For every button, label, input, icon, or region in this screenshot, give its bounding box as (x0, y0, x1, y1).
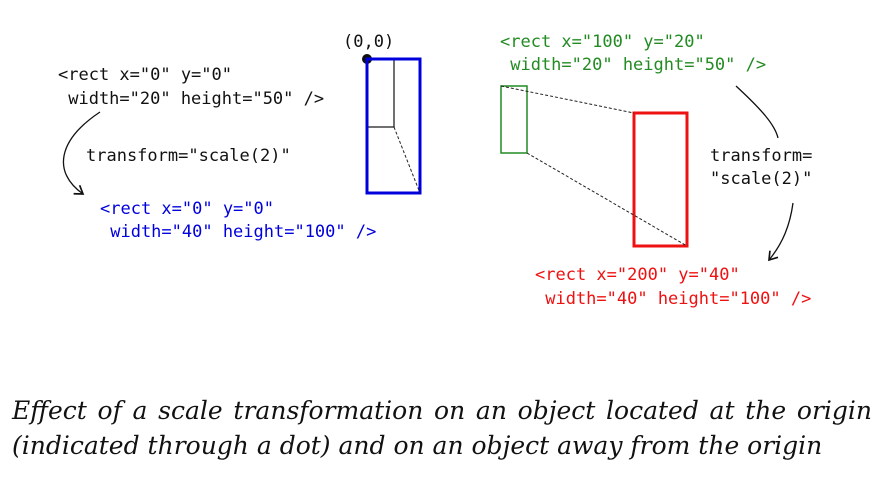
right-original-code-line1: <rect x="100" y="20" (500, 32, 705, 52)
left-original-rect (366, 58, 395, 128)
caption-line-1: Effect of a scale transformation on an o… (12, 396, 872, 425)
right-original-code-line2: width="20" height="50" /> (500, 55, 766, 75)
right-transform-label-line1: transform= (710, 146, 812, 166)
right-result-code-line1: <rect x="200" y="40" (535, 265, 740, 285)
left-scale-guide (393, 126, 421, 194)
right-transform-label-line2: "scale(2)" (710, 169, 812, 189)
left-scaled-rect (365, 57, 422, 195)
right-result-code-line2: width="40" height="100" /> (535, 289, 811, 309)
left-transform-arrow (62, 111, 101, 195)
right-scale-guide-bottom (526, 152, 688, 247)
left-result-code-line1: <rect x="0" y="0" (100, 199, 274, 219)
figure-caption: Effect of a scale transformation on an o… (12, 393, 872, 463)
right-scaled-rect (632, 111, 689, 248)
left-original-code-line2: width="20" height="50" /> (58, 89, 324, 109)
right-transform-arrow-upper (735, 85, 779, 139)
left-transform-label: transform="scale(2)" (86, 146, 291, 166)
origin-label: (0,0) (343, 32, 394, 52)
right-transform-arrow-lower (768, 202, 794, 262)
right-scale-guide-top (500, 85, 635, 114)
right-original-rect (500, 85, 528, 154)
caption-line-2: (indicated through a dot) and on an obje… (12, 431, 823, 460)
left-original-code-line1: <rect x="0" y="0" (58, 65, 232, 85)
left-result-code-line2: width="40" height="100" /> (100, 222, 376, 242)
